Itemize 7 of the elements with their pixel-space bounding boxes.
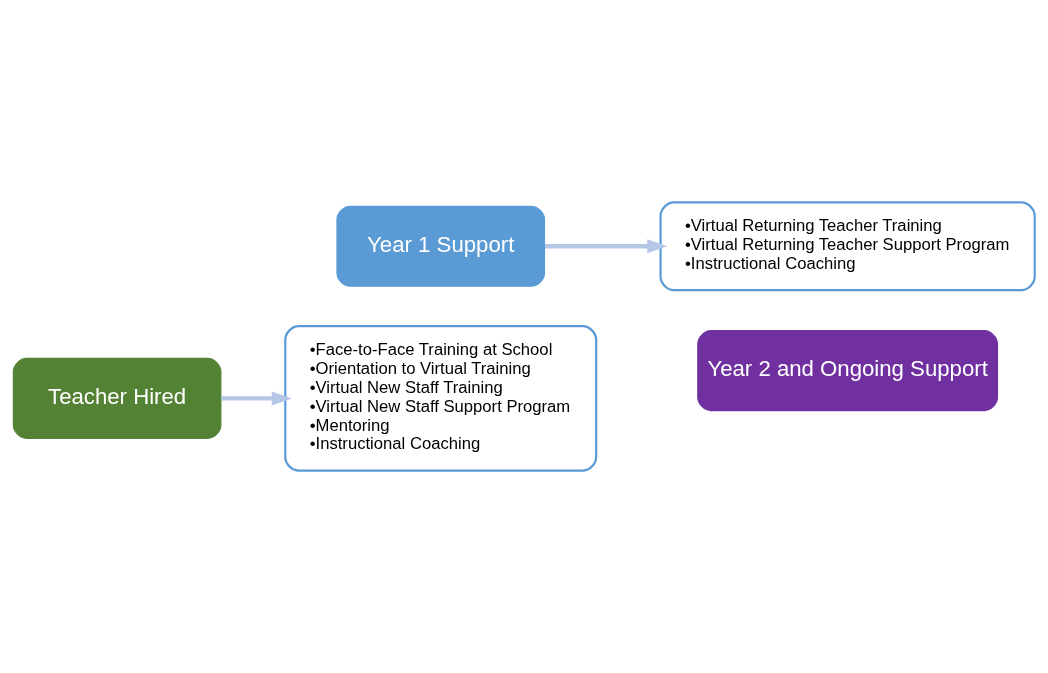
arrow [221, 391, 292, 406]
node-box: Year 1 Support [336, 205, 546, 287]
node-box: Teacher Hired [12, 357, 222, 439]
node-box: •Virtual Returning Teacher Training •Virtual Returning Teacher Support Program •Instructional Coaching [659, 201, 1036, 292]
arrow [545, 239, 668, 254]
node-box: Year 2 and Ongoing Support [697, 330, 999, 412]
node-box: •Face-to-Face Training at School •Orientation to Virtual Training •Virtual New Staff Training •Virtual New Staff Support Program •Mentoring •Instructional Coaching [284, 325, 598, 472]
